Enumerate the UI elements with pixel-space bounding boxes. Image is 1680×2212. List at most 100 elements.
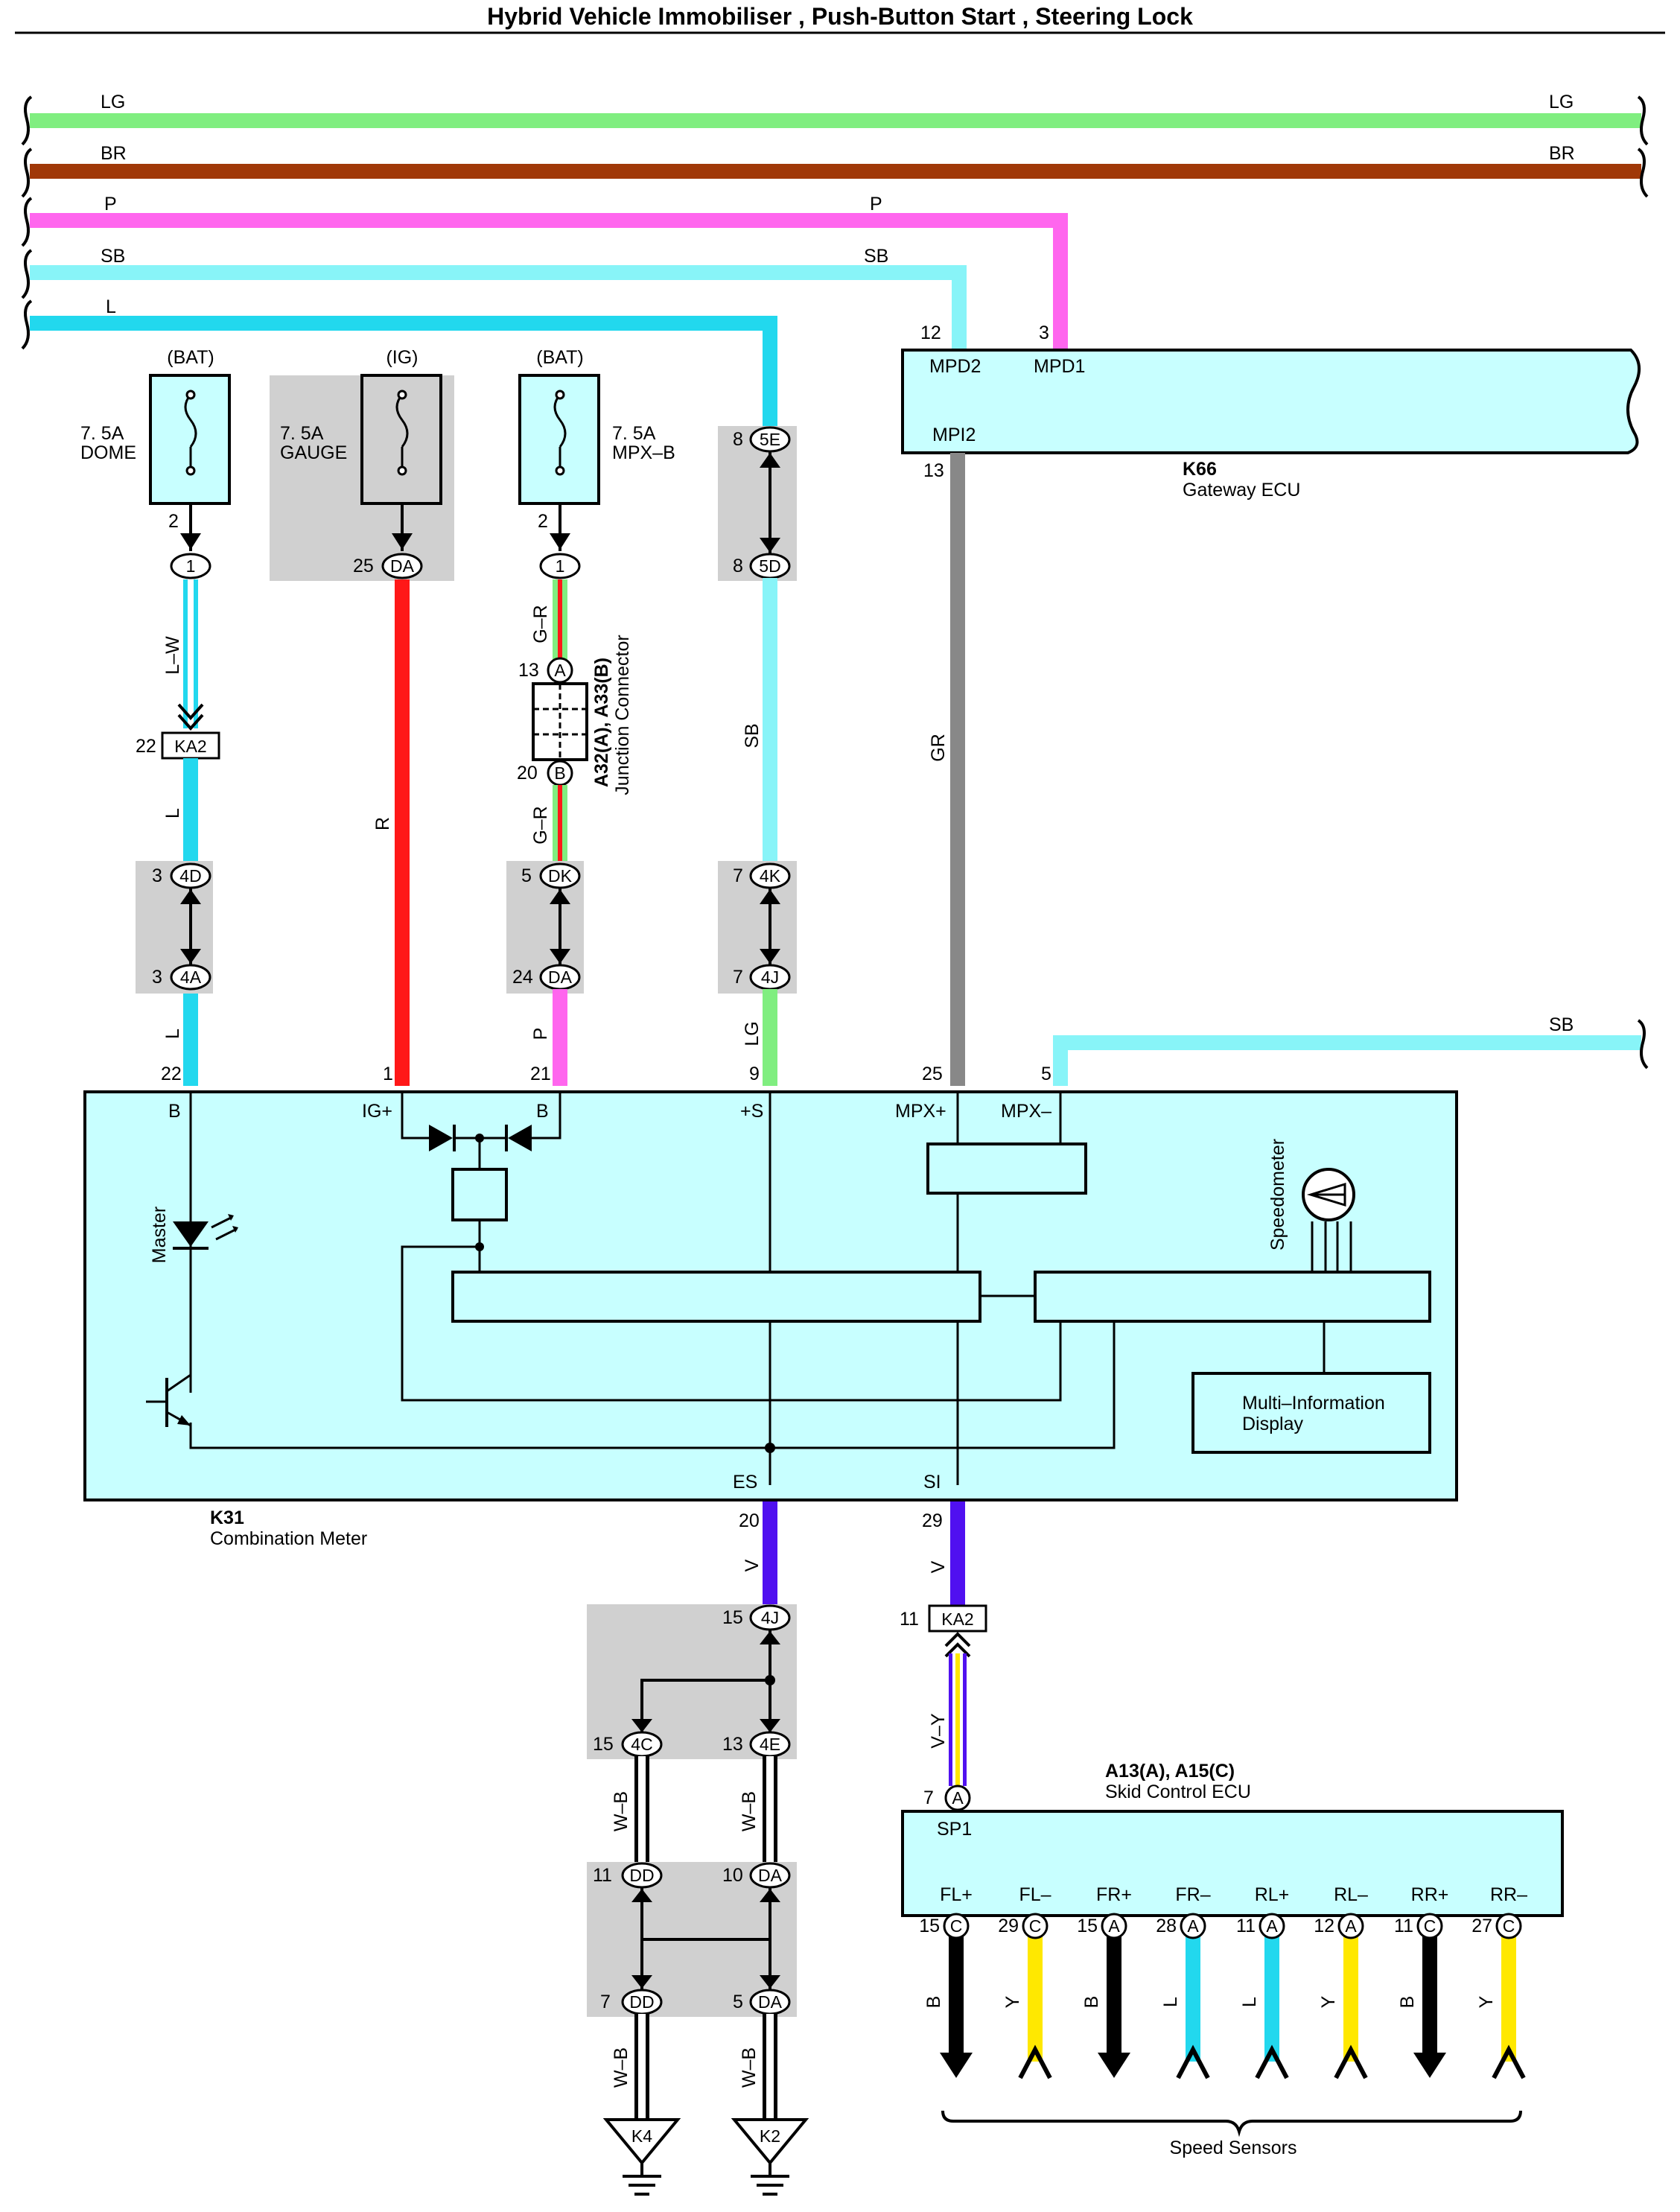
sensor-chevron-icon <box>1334 2044 1368 2079</box>
driver-block <box>1034 1271 1431 1323</box>
ground-k2-label: K2 <box>760 2126 780 2146</box>
gateway-pin-mpd2-no: 12 <box>920 322 941 343</box>
conn-4c-label: 4C <box>631 1735 652 1754</box>
right-break-marks <box>1637 95 1649 198</box>
skid-pin-conn: A <box>1108 1916 1120 1936</box>
skid-pin-name: FR+ <box>1096 1884 1132 1905</box>
conn-da-10-no: 10 <box>722 1865 743 1886</box>
wire-lg-label: LG <box>742 1021 763 1046</box>
conn-ka2-bottom-label: KA2 <box>941 1609 973 1629</box>
sensor-chevron-icon <box>1255 2044 1289 2079</box>
skid-wire-label: Y <box>1318 1995 1339 2008</box>
mpxb-circuit: (BAT) 7. 5A MPX–B 2 1 G–R A 13 B 20 A32(… <box>506 347 675 1086</box>
wire-gr-label-1: G–R <box>530 605 551 643</box>
conn-5d-label: 5D <box>759 556 780 576</box>
skid-pin-conn: C <box>1029 1916 1042 1936</box>
gateway-pin-mpi2-no: 13 <box>923 460 944 481</box>
bus-sb-label-left: SB <box>101 246 125 267</box>
meter-pin-mpxm-no: 5 <box>1041 1064 1051 1084</box>
meter-name: Combination Meter <box>210 1528 367 1549</box>
skid-wire <box>1264 1935 1279 2062</box>
meter-pin-mpxm: MPX– <box>1001 1101 1051 1122</box>
multi-info-display-box <box>1191 1372 1431 1454</box>
ground-k4-icon <box>602 2118 681 2166</box>
meter-pin-es-no: 20 <box>739 1510 760 1531</box>
conn-4j-label: 4J <box>761 967 779 987</box>
speed-signal-circuit: 5E 8 5D 8 SB 4K 7 4J 7 LG 9 <box>718 426 797 1086</box>
skid-id: A13(A), A15(C) <box>1105 1761 1235 1782</box>
sensor-arrow-icon <box>1413 2053 1446 2078</box>
conn-4j-15-label: 4J <box>761 1608 779 1627</box>
conn-4d-label: 4D <box>179 866 201 886</box>
dome-double-arrow-icon <box>177 703 204 731</box>
conn-4k-label: 4K <box>760 866 781 886</box>
gauge-conn-pin: 25 <box>353 556 374 576</box>
speed-sensors-brace <box>941 2110 1522 2138</box>
meter-pin-s: +S <box>740 1101 763 1122</box>
junction-pin-b-no: 20 <box>517 763 538 784</box>
ground-k4-label: K4 <box>631 2126 652 2146</box>
conn-4a-no: 3 <box>152 967 162 988</box>
dome-fuse-supply: (BAT) <box>167 347 214 368</box>
ground-k2-icon <box>731 2118 809 2166</box>
dome-fuse-rating: 7. 5A <box>80 423 124 444</box>
skid-circuit: 29 V KA2 11 V–Y A 7 A13(A), A15(C) Skid … <box>900 1501 1564 2158</box>
ground-circuit: 20 V 4J 15 4C 15 4E 13 W–B W–B DD 11 DA … <box>587 1501 809 2196</box>
conn-4e-no: 13 <box>722 1734 743 1755</box>
mpxb-mating-arrow-icon <box>550 889 570 964</box>
bus-br-label-left: BR <box>101 143 127 164</box>
gauge-conn-da <box>381 553 423 579</box>
skid-pin-conn: C <box>950 1916 963 1936</box>
skid-pin-conn: C <box>1424 1916 1436 1936</box>
bus-l <box>30 316 777 429</box>
mpxb-fuse-name: MPX–B <box>612 442 675 463</box>
skid-pin-connector <box>1416 1913 1443 1939</box>
dome-arrow-icon <box>180 533 201 550</box>
meter-pin-b: B <box>168 1101 181 1122</box>
conn-ka2-bottom <box>928 1604 987 1633</box>
dome-mating-arrow-icon <box>180 889 201 964</box>
wire-gr2-label: GR <box>928 734 949 762</box>
wire-p-label: P <box>530 1028 551 1040</box>
conn-da-24-no: 24 <box>512 967 533 988</box>
dome-conn-1 <box>170 553 211 579</box>
mpxb-fuse-supply: (BAT) <box>536 347 583 368</box>
skid-pin-name: FL+ <box>940 1884 973 1905</box>
skid-pin-no: 12 <box>1314 1916 1334 1936</box>
s-mating-arrow-icon-2 <box>760 889 780 964</box>
gateway-pin-mpi2: MPI2 <box>932 425 976 445</box>
multi-info-label-1: Multi–Information <box>1242 1393 1385 1414</box>
bus-l-label-left: L <box>106 296 116 317</box>
sensor-chevron-icon <box>1492 2044 1526 2079</box>
skid-wire-label: L <box>1239 1997 1260 2007</box>
bus-lines: LG LG BR BR P P SB SB L <box>21 92 1649 429</box>
skid-wire-label: B <box>923 1996 944 2009</box>
meter-pin-igp: IG+ <box>362 1101 392 1122</box>
skid-pin-connector <box>1180 1913 1206 1939</box>
conn-5d-no: 8 <box>733 556 743 576</box>
bus-sb-label-mid: SB <box>864 246 888 267</box>
skid-pin-name: FL– <box>1019 1884 1051 1905</box>
conn-da-24-label: DA <box>548 967 573 987</box>
gateway-pin-mpd1-no: 3 <box>1039 322 1049 343</box>
combination-meter: B IG+ B +S MPX+ MPX– <box>83 1090 1458 1549</box>
skid-pin-connector <box>1259 1913 1285 1939</box>
skid-wire-label: B <box>1397 1996 1418 2009</box>
bus-p-label-left: P <box>104 194 117 214</box>
meter-pin-b2: B <box>536 1101 549 1122</box>
skid-pin-conn: A <box>1266 1916 1278 1936</box>
skid-pin-no: 11 <box>1394 1916 1413 1936</box>
skid-wire-label: Y <box>1002 1995 1023 2008</box>
wire-wb-label-3: W–B <box>611 2047 631 2088</box>
gateway-ecu: 12 3 MPD2 MPD1 MPI2 13 K66 Gateway ECU <box>901 322 1641 500</box>
wire-wb-label-2: W–B <box>739 1791 760 1831</box>
meter-pin-mpxp: MPX+ <box>895 1101 946 1122</box>
skid-double-arrow-icon <box>944 1632 971 1658</box>
gauge-fuse-supply: (IG) <box>386 347 418 368</box>
skid-pin-name: RR+ <box>1411 1884 1449 1905</box>
conn-da-10-label: DA <box>758 1866 783 1885</box>
meter-pin-es: ES <box>733 1472 757 1493</box>
wire-gr-label-2: G–R <box>530 806 551 844</box>
sensor-arrow-icon <box>940 2053 973 2078</box>
